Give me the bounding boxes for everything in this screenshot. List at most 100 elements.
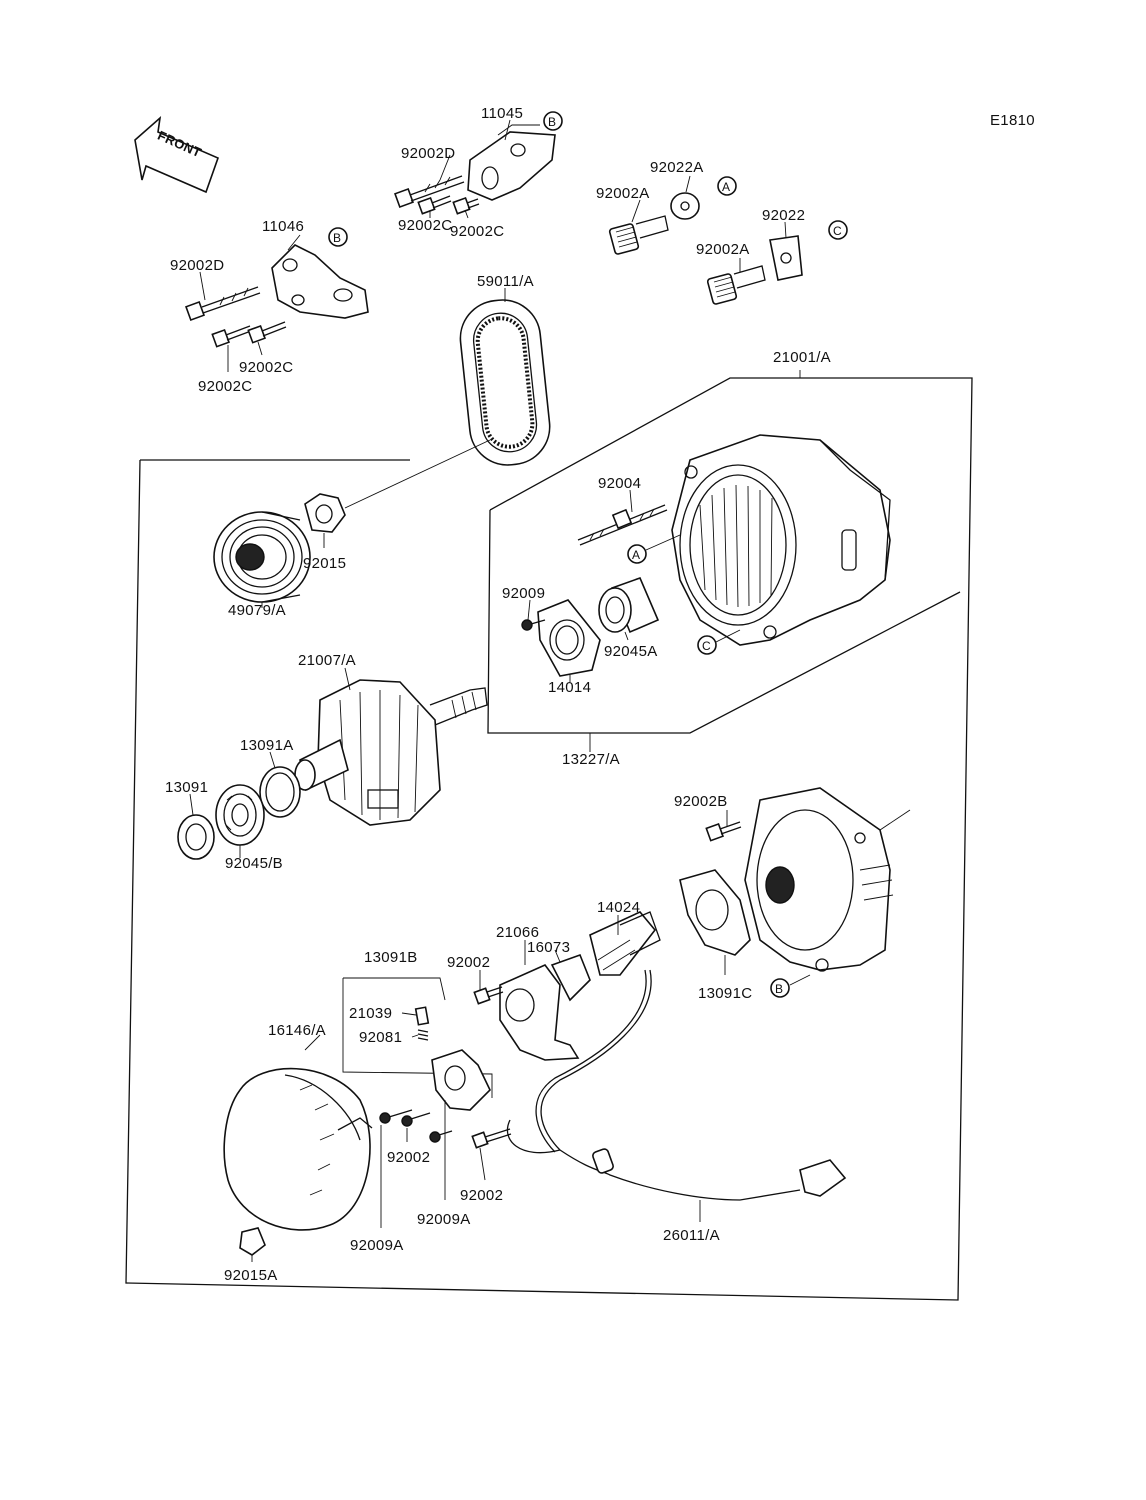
bearing-92045B	[215, 784, 265, 846]
marker-leaders	[645, 534, 811, 986]
bolt-92002C-left-b	[247, 321, 287, 344]
part-label: 21039	[349, 1005, 392, 1022]
front-housing	[744, 787, 911, 972]
bolt-92002C-top-a	[417, 195, 452, 215]
marker-b-11045: B	[543, 111, 563, 131]
part-label: 49079/A	[228, 602, 286, 619]
terminal-bolt-92002A-lower	[706, 265, 766, 305]
regulator-21066	[499, 964, 580, 1061]
seal-13091	[177, 814, 215, 860]
part-label: 92009A	[417, 1211, 471, 1228]
terminal-bolt-92002A-upper	[608, 215, 669, 255]
cap-nut-92015A	[239, 1227, 266, 1256]
brush-holder-14024	[589, 911, 661, 976]
svg-text:C: C	[833, 224, 842, 238]
part-label: 92004	[598, 475, 641, 492]
part-label: 21007/A	[298, 652, 356, 669]
svg-text:A: A	[722, 180, 730, 194]
marker-b-11046: B	[328, 227, 348, 247]
part-label: 92009A	[350, 1237, 404, 1254]
part-label: 92081	[359, 1029, 402, 1046]
part-label: 92045/B	[225, 855, 283, 872]
bolt-92002D-left	[185, 286, 261, 321]
part-label: 92002C	[239, 359, 293, 376]
part-label: 92015A	[224, 1267, 278, 1284]
bolt-92004	[577, 504, 668, 546]
bearing-92045A	[598, 576, 660, 634]
brush-holder-assembly	[431, 1049, 491, 1111]
bolt-92002B	[705, 821, 742, 842]
plate-92022	[769, 235, 803, 281]
retainer-plate-14014	[537, 599, 601, 677]
part-label: 92002B	[674, 793, 728, 810]
part-label: 92002A	[596, 185, 650, 202]
bolt-92002-lower	[471, 1128, 512, 1149]
part-label: 92009	[502, 585, 545, 602]
assembly-frames	[125, 370, 973, 1301]
front-arrow-icon: FRONT	[134, 115, 220, 194]
part-label: 11045	[481, 105, 523, 122]
part-label: 92002	[460, 1187, 503, 1204]
part-label: 92022	[762, 207, 805, 224]
part-label: 21066	[496, 924, 539, 941]
bracket-11046	[271, 244, 369, 319]
part-label: 14014	[548, 679, 591, 696]
bolt-92002D-top	[394, 175, 465, 208]
marker-b-front: B	[770, 978, 790, 998]
part-label: 11046	[262, 218, 304, 235]
svg-text:B: B	[548, 115, 556, 129]
svg-text:C: C	[702, 639, 711, 653]
part-label: 92002D	[401, 145, 455, 162]
part-label: 92015	[303, 555, 346, 572]
screw-92009A-mid	[429, 1130, 453, 1143]
part-label: 16146/A	[268, 1022, 326, 1039]
part-label: 13091A	[240, 737, 294, 754]
part-label: 13091	[165, 779, 208, 796]
svg-text:B: B	[333, 231, 341, 245]
screw-92009	[521, 619, 546, 631]
bolt-92002C-left-a	[211, 325, 252, 348]
part-label: 92002	[387, 1149, 430, 1166]
cover-16073	[550, 953, 591, 1002]
belt-leader	[344, 439, 491, 509]
nut-92015	[304, 493, 346, 533]
rotor-21007A	[294, 679, 488, 826]
brush-21039	[414, 1006, 430, 1026]
marker-c-top: C	[828, 220, 848, 240]
svg-text:A: A	[632, 548, 640, 562]
bolt-92002-upper	[473, 986, 504, 1005]
spring-92081	[417, 1029, 429, 1041]
washer-92022A	[670, 192, 700, 220]
part-label: 92002C	[198, 378, 252, 395]
part-label: 92002D	[170, 257, 224, 274]
marker-c-housing: C	[697, 635, 717, 655]
belt-59011A	[459, 299, 551, 466]
part-label: 92002C	[398, 217, 452, 234]
cover-16146A	[223, 1067, 373, 1231]
rear-housing-21001A	[671, 434, 891, 646]
part-label: 92002A	[696, 241, 750, 258]
label-leader-lines	[189, 119, 787, 1262]
pulley-49079A	[213, 511, 311, 603]
screw-92009A-left	[379, 1109, 413, 1124]
part-label: 21001/A	[773, 349, 831, 366]
part-label: 26011/A	[663, 1227, 720, 1244]
wiring-harness-26011A	[506, 969, 847, 1201]
marker-a-housing: A	[627, 544, 647, 564]
part-label: 59011/A	[477, 273, 534, 290]
ring-13091A	[259, 766, 301, 818]
part-label: 92022A	[650, 159, 704, 176]
part-label: 92002	[447, 954, 490, 971]
marker-a-top: A	[717, 176, 737, 196]
svg-text:B: B	[775, 982, 783, 996]
screw-92002-left	[401, 1112, 431, 1127]
bracket-11045	[467, 124, 556, 201]
part-label: 92002C	[450, 223, 504, 240]
part-label: 13091C	[698, 985, 752, 1002]
part-label: 92045A	[604, 643, 658, 660]
part-label: 13091B	[364, 949, 418, 966]
bolt-92002C-top-b	[452, 196, 480, 215]
part-label: 13227/A	[562, 751, 620, 768]
